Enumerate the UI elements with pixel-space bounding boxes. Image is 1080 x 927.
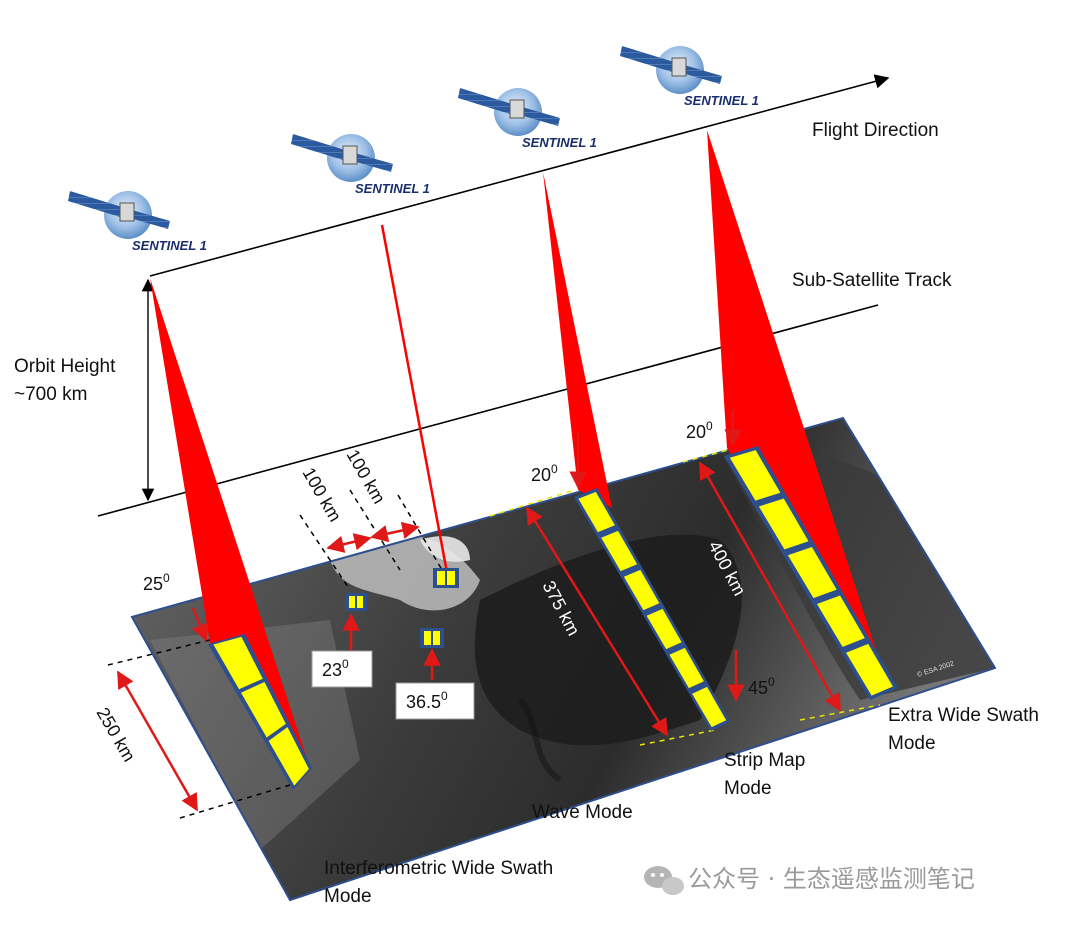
orbit-height-label-line2: ~700 km — [14, 384, 87, 405]
wave-vignette-2 — [433, 568, 459, 588]
satellite-body-icon — [120, 203, 134, 221]
ew-near-angle-label: 200 — [686, 419, 713, 442]
iw-mode-label-line2: Mode — [324, 886, 372, 907]
satellite-3: SENTINEL 1 — [458, 88, 597, 150]
wave-spacing-arrow-b — [372, 527, 418, 537]
sm-angle-label: 200 — [531, 462, 558, 485]
watermark-text: 公众号 · 生态遥感监测笔记 — [688, 865, 975, 893]
satellite-body-icon — [672, 58, 686, 76]
strip-map-label-line1: Strip Map — [724, 750, 805, 771]
strip-map-label-line2: Mode — [724, 778, 772, 799]
iw-swath-label: 250 km — [93, 704, 140, 765]
wave-spacing-label-a: 100 km — [299, 464, 346, 525]
sub-satellite-track-label: Sub-Satellite Track — [792, 270, 952, 291]
satellite-label: SENTINEL 1 — [355, 181, 430, 196]
wave-vignette-3 — [420, 628, 444, 648]
satellite-label: SENTINEL 1 — [522, 135, 597, 150]
wave-angle-box-a: 230 — [312, 651, 372, 687]
wave-angle-box-b: 36.50 — [396, 683, 474, 719]
orbit-height-label-line1: Orbit Height — [14, 356, 116, 377]
satellites: SENTINEL 1 SENTINEL 1 SENTINEL 1 SENTINEL 1 — [68, 46, 759, 253]
watermark: 公众号 · 生态遥感监测笔记 — [644, 865, 975, 895]
satellite-body-icon — [343, 146, 357, 164]
wave-spacing-arrow-a — [328, 538, 370, 548]
wave-mode-label: Wave Mode — [532, 802, 633, 823]
flight-direction-label: Flight Direction — [812, 120, 939, 141]
wave-vignette-1 — [345, 593, 367, 611]
satellite-4: SENTINEL 1 — [620, 46, 759, 108]
wechat-icon — [644, 866, 684, 895]
satellite-label: SENTINEL 1 — [684, 93, 759, 108]
satellite-body-icon — [510, 100, 524, 118]
ew-mode-label-line2: Mode — [888, 733, 936, 754]
wave-spacing-label-b: 100 km — [343, 446, 390, 507]
satellite-2: SENTINEL 1 — [291, 134, 430, 196]
iw-mode-label-line1: Interferometric Wide Swath — [324, 858, 553, 879]
satellite-1: SENTINEL 1 — [68, 191, 207, 253]
iw-angle-label: 250 — [143, 571, 170, 594]
satellite-label: SENTINEL 1 — [132, 238, 207, 253]
ew-mode-label-line1: Extra Wide Swath — [888, 705, 1039, 726]
